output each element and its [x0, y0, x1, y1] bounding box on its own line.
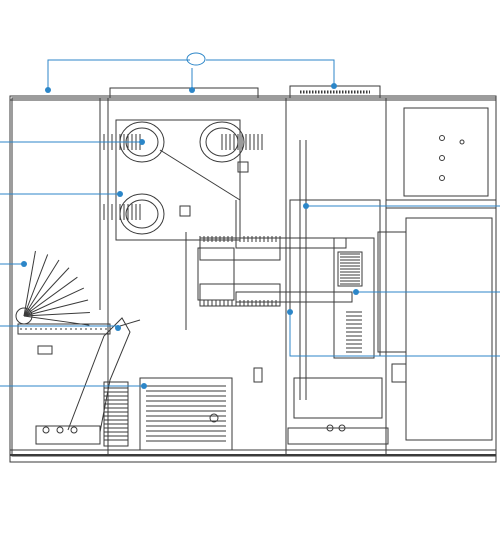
- insulator-stacks: [99, 134, 281, 306]
- callout-dot: [189, 87, 195, 93]
- upper-bushings: [115, 119, 245, 241]
- bottom-details: [35, 161, 407, 445]
- callout-dot: [287, 309, 293, 315]
- breaker-frame: [289, 199, 381, 357]
- callouts: [0, 52, 500, 387]
- fan-ray: [23, 312, 90, 317]
- bushing-box-top: [115, 119, 241, 241]
- callout-dot: [115, 325, 121, 331]
- cabinet-outline: [9, 95, 497, 463]
- spout-lower: [199, 283, 281, 307]
- fan-ray: [23, 299, 89, 317]
- bushing-ring-3-inner: [125, 199, 159, 229]
- current-transformer: [103, 381, 129, 447]
- top-callout-ring: [186, 52, 206, 66]
- arm-lower: [235, 291, 353, 303]
- fan-ray: [23, 254, 49, 317]
- contact-insulator: [340, 253, 362, 357]
- mechanism-box: [139, 377, 233, 451]
- lv-indicators: [439, 135, 465, 181]
- breaker-coil: [337, 251, 363, 287]
- breaker-base: [293, 377, 383, 419]
- fan-ray: [23, 267, 70, 317]
- callout-dot: [139, 139, 145, 145]
- breaker-compartment: [285, 97, 387, 457]
- callout-dot: [303, 203, 309, 209]
- fan-ray: [23, 250, 36, 317]
- left-fan: [15, 250, 90, 326]
- support-arm: [67, 317, 141, 433]
- busbar-spouts: [185, 200, 281, 330]
- fan-ray: [23, 259, 60, 317]
- busbar-compartment: [107, 97, 287, 457]
- roof-box: [109, 87, 259, 99]
- breaker-truck: [235, 140, 407, 419]
- callout-dot: [331, 83, 337, 89]
- lv-panel: [403, 107, 489, 197]
- fan-ray: [23, 276, 78, 317]
- lv-lower-panel: [405, 217, 493, 441]
- callout-dot: [353, 289, 359, 295]
- lower-right-callout-line: [289, 312, 500, 357]
- lv-compartment: [385, 97, 497, 457]
- top-busbar-callout-line-2: [206, 59, 335, 84]
- spout-housing: [197, 247, 235, 301]
- bushing-ring-2: [199, 121, 245, 163]
- callout-dot: [21, 261, 27, 267]
- callout-dot: [45, 87, 51, 93]
- top-busbar-callout-line: [47, 59, 190, 90]
- fan-ray: [23, 287, 85, 317]
- callout-dots: [21, 83, 359, 389]
- callout-dot: [117, 191, 123, 197]
- bushing-tie: [159, 149, 241, 201]
- breaker-body: [333, 237, 375, 359]
- arm-upper: [235, 237, 347, 249]
- callout-dot: [141, 383, 147, 389]
- left-clamp: [17, 323, 111, 355]
